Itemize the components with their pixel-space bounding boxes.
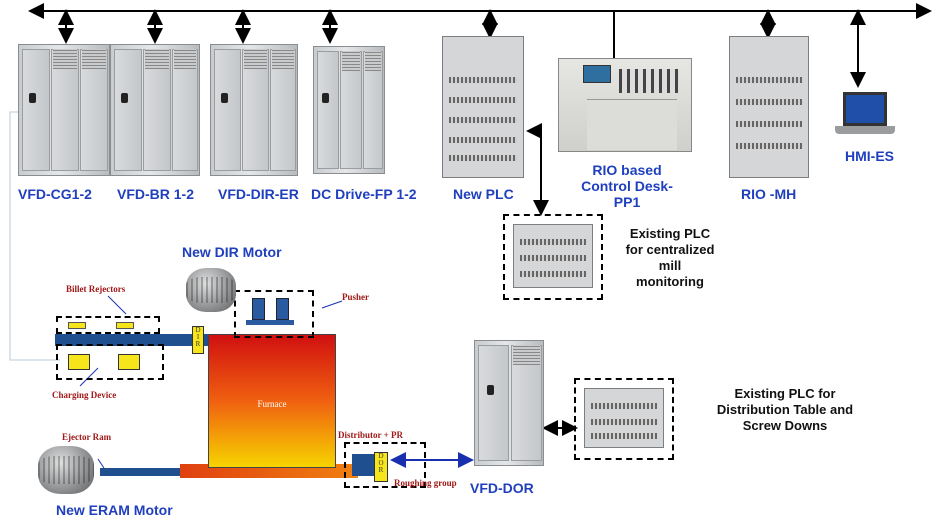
new-plc-label: New PLC (453, 186, 514, 202)
eram-motor-label: New ERAM Motor (56, 502, 173, 518)
dir-motor-label: New DIR Motor (182, 244, 282, 260)
existing-plc-mill-label: Existing PLC for centralized mill monito… (625, 226, 715, 289)
existing-plc-dist-label: Existing PLC for Distribution Table and … (716, 386, 854, 433)
new-plc-panel (442, 36, 524, 178)
drive-label-vfd-dir-er: VFD-DIR-ER (218, 186, 299, 202)
existing-plc-dist-box (574, 378, 674, 460)
furnace: Furnace (208, 334, 336, 468)
roughing-group-label: Roughing group (394, 478, 457, 488)
hmi-es-label: HMI-ES (845, 148, 894, 164)
signal-wire (9, 111, 60, 361)
vfd-br-cabinet (110, 44, 200, 176)
charging-pipe (55, 334, 203, 346)
furnace-label: Furnace (257, 399, 287, 409)
plc-link-mill (526, 123, 549, 216)
rio-mh-label: RIO -MH (741, 186, 797, 202)
distributor-box (344, 442, 426, 488)
drive-label-vfd-br: VFD-BR 1-2 (117, 186, 195, 202)
control-desk-label: RIO based Control Desk- PP1 (581, 162, 673, 210)
hmi-laptop-base (835, 126, 895, 134)
dir-tag: D I R (192, 326, 204, 354)
vfd-cg-cabinet (18, 44, 110, 176)
dor-tag: D O R (374, 452, 388, 482)
ejector-ram-rod (100, 468, 182, 476)
drive-label-vfd-cg: VFD-CG1-2 (18, 186, 92, 202)
existing-plc-mill-box (503, 214, 603, 300)
billet-rejectors-box (56, 316, 160, 334)
charging-device-box (56, 344, 164, 380)
eram-motor-image (38, 446, 94, 494)
vfd-dor-cabinet (474, 340, 544, 466)
billet-rejectors-label: Billet Rejectors (66, 284, 126, 294)
vfd-dor-label: VFD-DOR (470, 480, 534, 496)
dc-drive-cabinet (313, 46, 385, 174)
distributor-label: Distributor + PR (338, 430, 403, 440)
hmi-laptop-screen (843, 92, 887, 126)
pusher-box (234, 290, 314, 338)
charging-device-label: Charging Device (52, 390, 117, 400)
ejector-ram-label: Ejector Ram (62, 432, 112, 442)
pusher-label: Pusher (342, 292, 369, 302)
rio-mh-panel (729, 36, 809, 178)
vfd-dir-er-cabinet (210, 44, 298, 176)
dir-motor-image (186, 268, 236, 312)
control-desk (558, 58, 692, 152)
drive-label-dc-drive: DC Drive-FP 1-2 (311, 186, 417, 202)
